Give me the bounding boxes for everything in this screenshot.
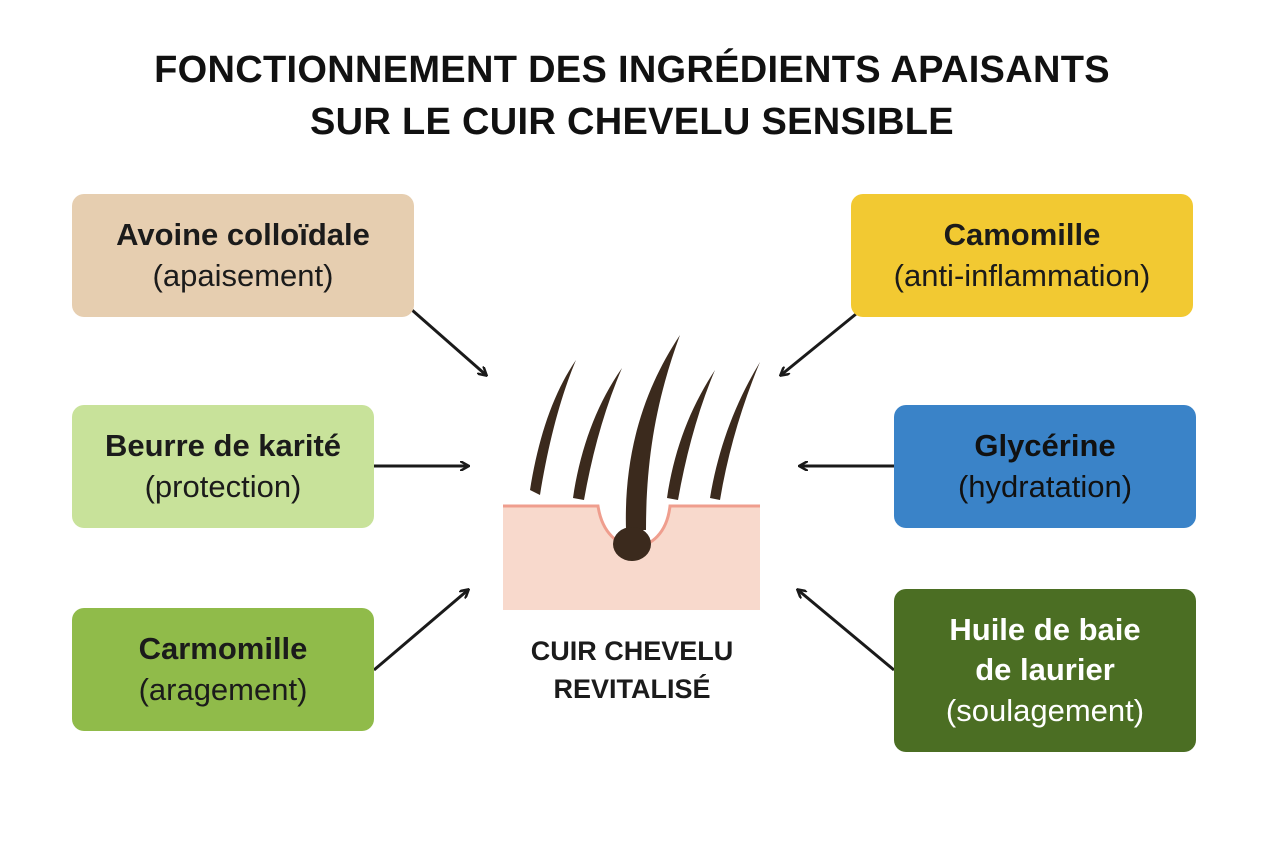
ingredient-box-camomille: Camomille (anti-inflammation) <box>851 194 1193 317</box>
ingredient-name: Beurre de karité <box>104 427 342 463</box>
ingredient-role: (anti-inflammation) <box>893 257 1151 293</box>
center-label-line-1: CUIR CHEVELU <box>530 636 734 666</box>
ingredient-role: (aragement) <box>138 671 308 707</box>
title-line-2: SUR LE CUIR CHEVELU SENSIBLE <box>310 101 954 143</box>
ingredient-box-avoine: Avoine colloïdale (apaisement) <box>72 194 414 317</box>
arrow-carmomille <box>373 590 468 672</box>
ingredient-box-karite: Beurre de karité (protection) <box>72 405 374 528</box>
arrow-avoine <box>411 308 486 375</box>
ingredient-role: (hydratation) <box>957 468 1133 504</box>
arrow-camomille <box>781 312 857 375</box>
title-line-1: FONCTIONNEMENT DES INGRÉDIENTS APAISANTS <box>154 49 1110 91</box>
ingredient-role: (protection) <box>144 468 302 504</box>
ingredient-name: Avoine colloïdale <box>116 216 370 252</box>
center-label: CUIR CHEVELU REVITALISÉ <box>470 632 794 708</box>
diagram-title: FONCTIONNEMENT DES INGRÉDIENTS APAISANTS… <box>0 44 1264 148</box>
ingredient-name: Glycérine <box>974 427 1116 463</box>
center-label-line-2: REVITALISÉ <box>553 674 711 704</box>
ingredient-name: Huile de baie de laurier <box>949 611 1141 687</box>
ingredient-name: Camomille <box>943 216 1101 252</box>
ingredient-role: (soulagement) <box>945 692 1145 728</box>
arrow-huile <box>798 590 895 672</box>
ingredient-box-glycerine: Glycérine (hydratation) <box>894 405 1196 528</box>
ingredient-role: (apaisement) <box>152 257 334 293</box>
ingredient-name: Carmomille <box>138 630 308 666</box>
scalp-illustration <box>503 335 760 610</box>
hair-icon <box>530 335 760 561</box>
ingredient-box-huile: Huile de baie de laurier (soulagement) <box>894 589 1196 752</box>
ingredient-box-carmomille: Carmomille (aragement) <box>72 608 374 731</box>
